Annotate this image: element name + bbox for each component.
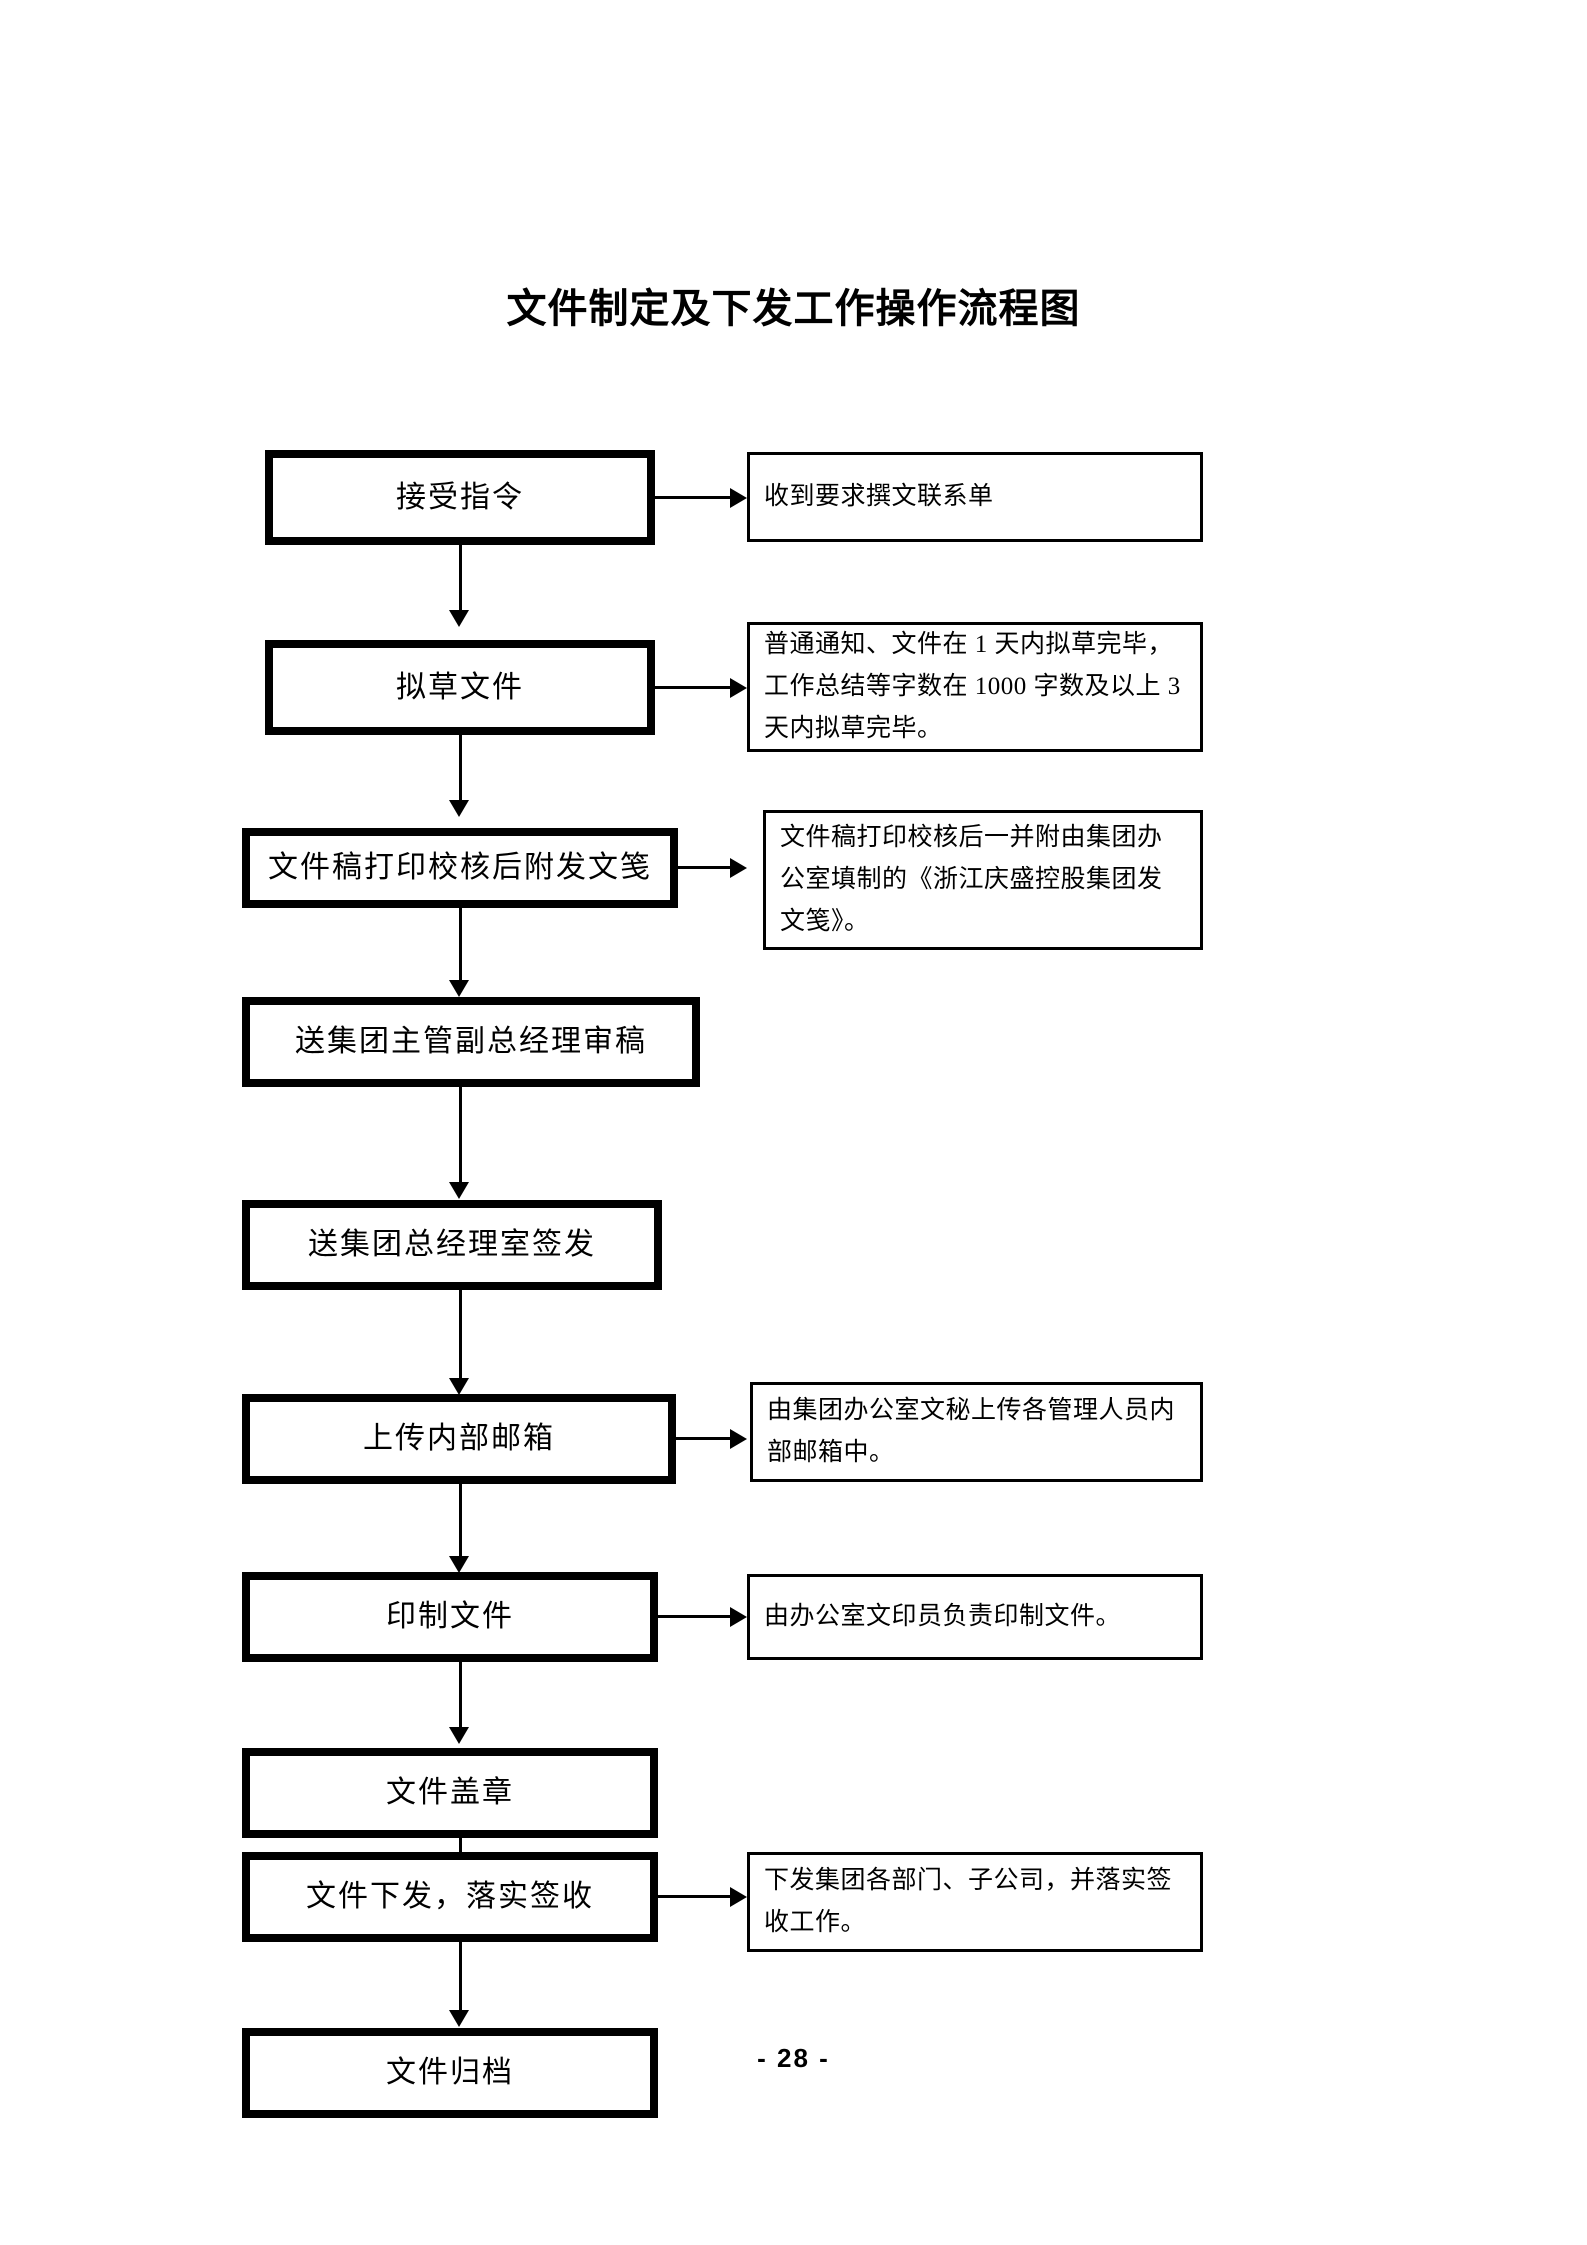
connector-6-to-7: [459, 1484, 462, 1556]
arrow-down-icon-4: [449, 1182, 469, 1199]
flow-step-5-box[interactable]: 送集团总经理室签发: [242, 1200, 662, 1290]
flow-step-9-label: 文件下发，落实签收: [306, 1880, 594, 1913]
flow-note-6-box: 由集团办公室文秘上传各管理人员内部邮箱中。: [750, 1382, 1203, 1482]
flow-note-7-text: 由办公室文印员负责印制文件。: [764, 1603, 1122, 1630]
flow-note-2-text: 普通通知、文件在 1 天内拟草完毕，工作总结等字数在 1000 字数及以上 3 …: [764, 631, 1181, 742]
arrow-down-icon-3: [449, 980, 469, 997]
flow-step-3-box[interactable]: 文件稿打印校核后附发文笺: [242, 828, 678, 908]
connector-7-to-8: [459, 1662, 462, 1727]
connector-1-to-note: [655, 496, 730, 499]
flow-note-1-box: 收到要求撰文联系单: [747, 452, 1203, 542]
flow-note-9-box: 下发集团各部门、子公司，并落实签收工作。: [747, 1852, 1203, 1952]
arrow-right-icon-7: [730, 1607, 747, 1627]
flow-note-7-box: 由办公室文印员负责印制文件。: [747, 1574, 1203, 1660]
flow-note-2-box: 普通通知、文件在 1 天内拟草完毕，工作总结等字数在 1000 字数及以上 3 …: [747, 622, 1203, 752]
flow-step-9-box[interactable]: 文件下发，落实签收: [242, 1852, 658, 1942]
arrow-right-icon-1: [730, 488, 747, 508]
arrow-down-icon-2: [449, 800, 469, 817]
arrow-right-icon-3: [730, 858, 747, 878]
flow-step-2-label: 拟草文件: [396, 670, 524, 704]
flow-step-8-box[interactable]: 文件盖章: [242, 1748, 658, 1838]
connector-1-to-2: [459, 545, 462, 610]
arrow-down-icon-7: [449, 1727, 469, 1744]
flow-note-1-text: 收到要求撰文联系单: [764, 483, 994, 510]
flow-step-6-box[interactable]: 上传内部邮箱: [242, 1394, 676, 1484]
flow-step-1-label: 接受指令: [396, 480, 524, 514]
flow-note-3-text: 文件稿打印校核后一并附由集团办公室填制的《浙江庆盛控股集团发文笺》。: [780, 824, 1163, 935]
connector-2-to-3: [459, 735, 462, 800]
flow-step-4-label: 送集团主管副总经理审稿: [295, 1025, 647, 1058]
connector-3-to-note: [678, 866, 730, 869]
flow-note-3-box: 文件稿打印校核后一并附由集团办公室填制的《浙江庆盛控股集团发文笺》。: [763, 810, 1203, 950]
arrow-down-icon-1: [449, 610, 469, 627]
arrow-right-icon-2: [730, 678, 747, 698]
arrow-down-icon-9: [449, 2010, 469, 2027]
flow-step-7-label: 印制文件: [386, 1600, 514, 1633]
flow-step-4-box[interactable]: 送集团主管副总经理审稿: [242, 997, 700, 1087]
flow-step-7-box[interactable]: 印制文件: [242, 1572, 658, 1662]
flow-note-9-text: 下发集团各部门、子公司，并落实签收工作。: [764, 1867, 1173, 1936]
connector-5-to-6: [459, 1290, 462, 1378]
arrow-right-icon-9: [730, 1887, 747, 1907]
arrow-down-icon-5: [449, 1378, 469, 1395]
connector-7-to-note: [658, 1615, 730, 1618]
flow-step-1-box[interactable]: 接受指令: [265, 450, 655, 545]
page-number: - 28 -: [757, 2043, 830, 2073]
flow-step-5-label: 送集团总经理室签发: [308, 1228, 596, 1261]
flow-note-6-text: 由集团办公室文秘上传各管理人员内部邮箱中。: [767, 1397, 1176, 1466]
connector-2-to-note: [655, 686, 730, 689]
flow-step-10-label: 文件归档: [386, 2056, 514, 2089]
connector-9-to-10: [459, 1942, 462, 2010]
connector-4-to-5: [459, 1087, 462, 1182]
flow-step-2-box[interactable]: 拟草文件: [265, 640, 655, 735]
flow-step-6-label: 上传内部邮箱: [363, 1422, 555, 1455]
flow-step-3-label: 文件稿打印校核后附发文笺: [268, 851, 652, 884]
connector-6-to-note: [676, 1437, 730, 1440]
flow-step-8-label: 文件盖章: [386, 1776, 514, 1809]
flow-step-10-box[interactable]: 文件归档: [242, 2028, 658, 2118]
page-title: 文件制定及下发工作操作流程图: [506, 287, 1081, 331]
arrow-right-icon-6: [730, 1429, 747, 1449]
connector-3-to-4: [459, 908, 462, 980]
arrow-down-icon-6: [449, 1556, 469, 1573]
connector-9-to-note: [658, 1895, 730, 1898]
